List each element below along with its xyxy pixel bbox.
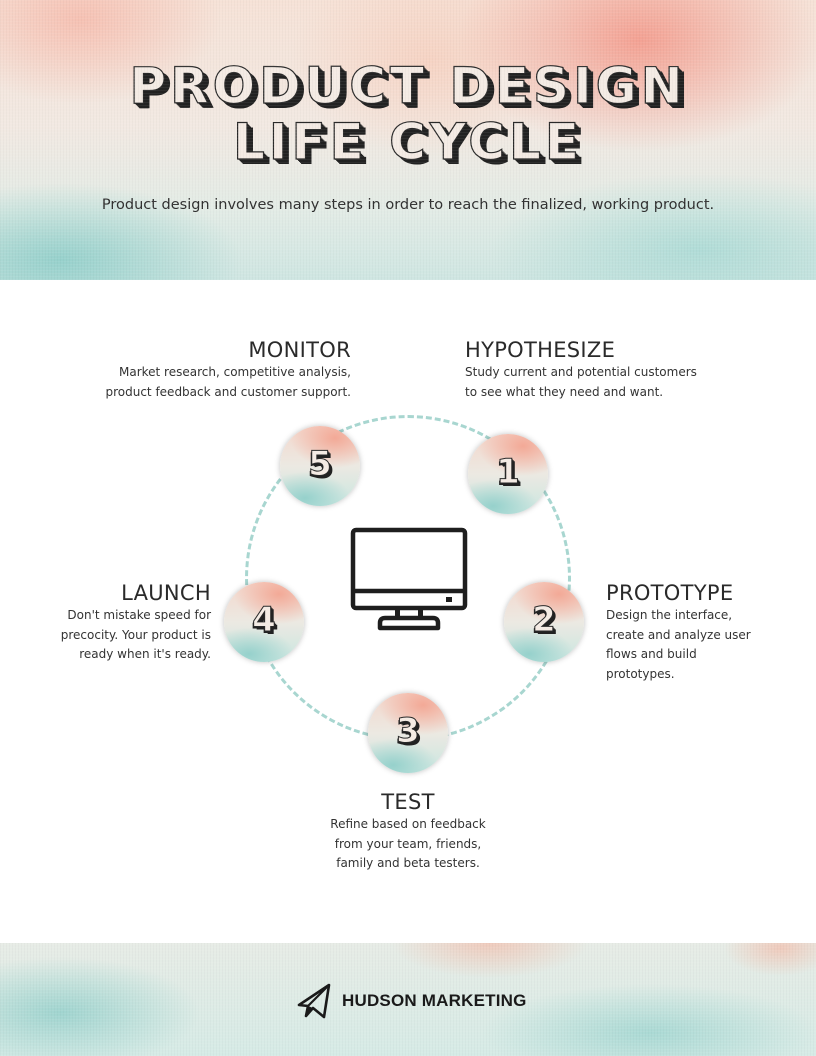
step-title: LAUNCH [121,581,211,605]
step-badge-1: 1 [468,434,548,514]
step-badge-3: 3 [368,693,448,773]
title-line-2: LIFE CYCLE [232,113,583,171]
step-number: 1 [496,452,521,493]
step-title: TEST [381,790,435,814]
footer-banner [0,943,816,1056]
step-number: 4 [252,600,277,641]
step-test: TEST Refine based on feedback from your … [308,789,508,874]
page-title: PRODUCT DESIGN LIFE CYCLE [0,57,816,171]
step-title: HYPOTHESIZE [465,338,616,362]
step-description: Refine based on feedback from your team,… [330,817,486,870]
step-description: Market research, competitive analysis, p… [105,365,351,399]
page-subtitle: Product design involves many steps in or… [101,197,715,213]
step-title: PROTOTYPE [606,581,734,605]
step-badge-5: 5 [280,426,360,506]
step-monitor: MONITOR Market research, competitive ana… [100,337,351,402]
step-number: 2 [532,600,557,641]
step-description: Study current and potential customers to… [465,365,697,399]
brand-name: HUDSON MARKETING [342,991,527,1010]
step-number: 5 [308,444,333,485]
brand-logo: HUDSON MARKETING [296,983,527,1019]
step-hypothesize: HYPOTHESIZE Study current and potential … [465,337,725,402]
step-launch: LAUNCH Don't mistake speed for precocity… [40,580,211,665]
step-description: Don't mistake speed for precocity. Your … [60,608,211,661]
title-line-1: PRODUCT DESIGN [129,57,687,115]
step-badge-2: 2 [504,582,584,662]
paper-plane-icon [297,983,331,1019]
step-badge-4: 4 [224,582,304,662]
step-prototype: PROTOTYPE Design the interface, create a… [606,580,776,684]
step-title: MONITOR [248,338,351,362]
desktop-monitor-icon [350,527,468,631]
header-banner: PRODUCT DESIGN LIFE CYCLE Product design… [0,0,816,280]
step-description: Design the interface, create and analyze… [606,608,751,681]
step-number: 3 [396,711,421,752]
